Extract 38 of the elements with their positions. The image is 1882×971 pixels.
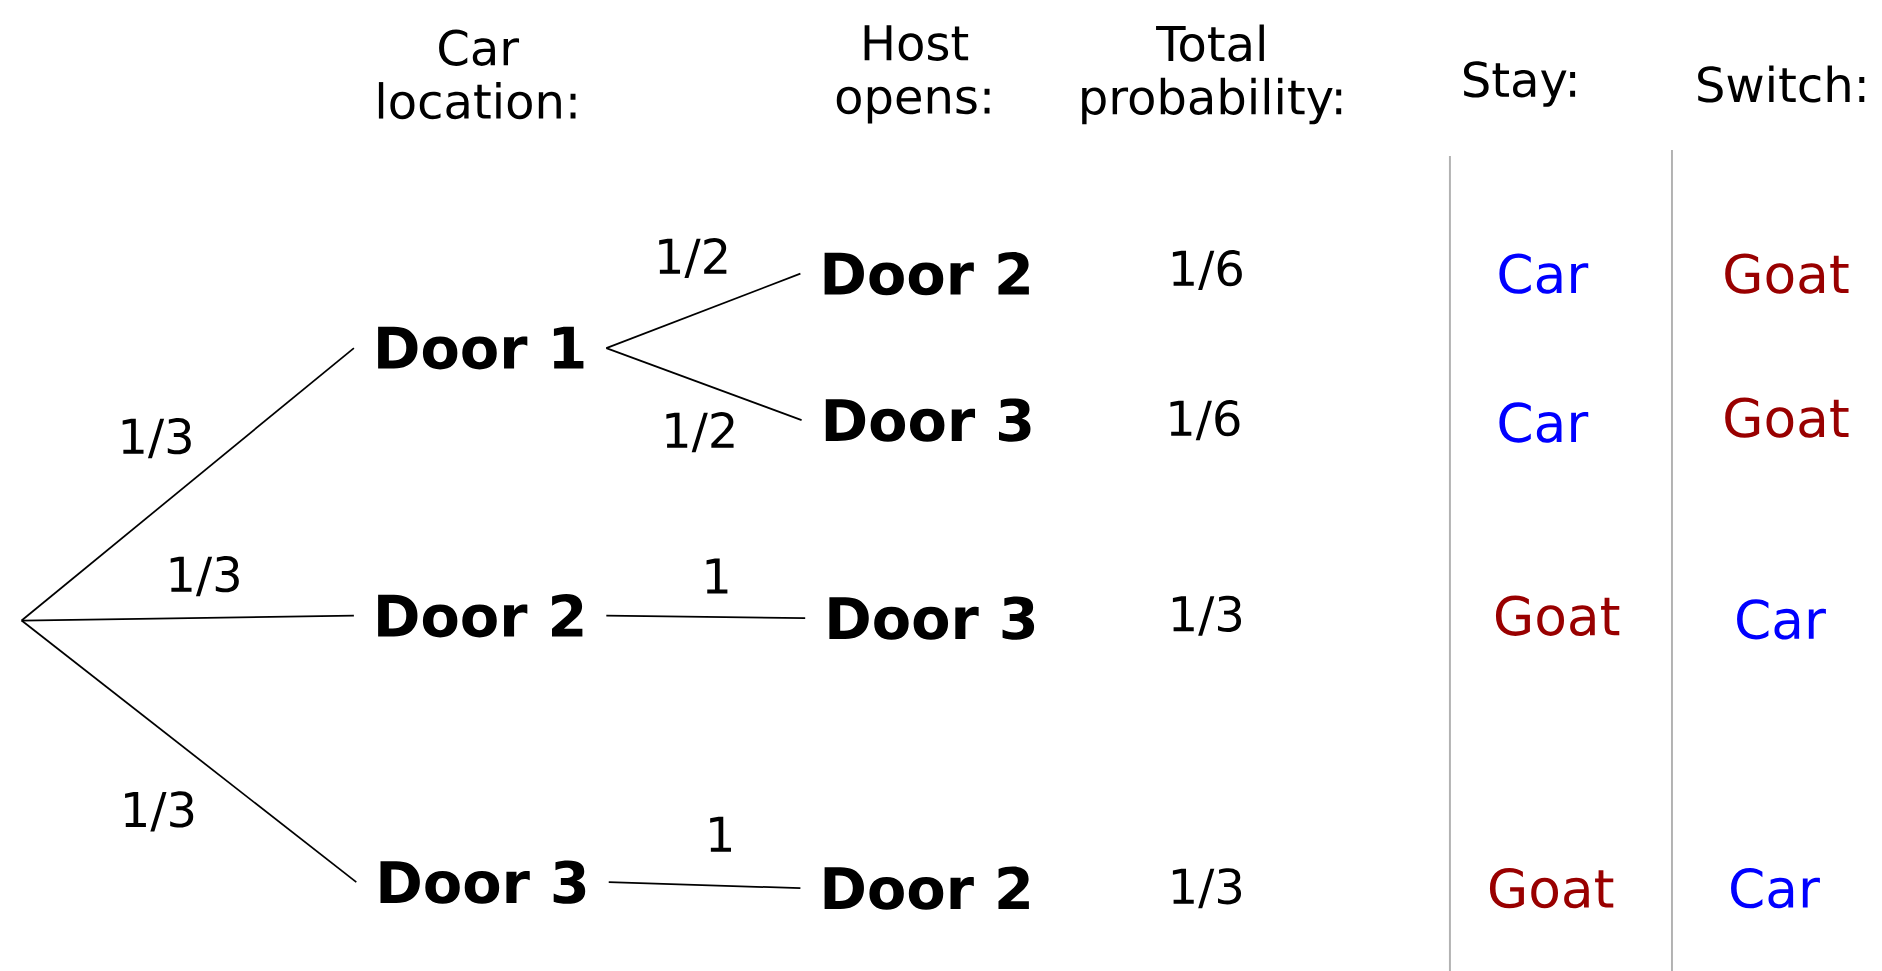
outcome-label: Goat	[1495, 595, 1620, 636]
edge-label: 1	[710, 816, 731, 852]
probability-value: 1/3	[1172, 868, 1242, 909]
outcome-label: Car	[1737, 599, 1826, 640]
outcome-label: Goat	[1489, 868, 1614, 909]
outcome-label: Goat	[1725, 253, 1849, 294]
edge-label: 1/3	[125, 791, 194, 832]
door-label: Door 2	[824, 866, 1029, 910]
door-label: Door 3	[829, 596, 1035, 640]
outcome-label: Car	[1499, 253, 1589, 294]
door-label: Door 1	[378, 326, 584, 370]
door-label: Door 3	[825, 398, 1031, 442]
outcome-label: Car	[1499, 402, 1589, 443]
outcome-label: Car	[1731, 868, 1820, 909]
probability-value: 1/6	[1172, 250, 1242, 291]
branch-line	[20, 614, 355, 622]
column-header: Host opens:	[836, 25, 990, 124]
column-header: Car location:	[378, 29, 576, 120]
column-header: Switch:	[1698, 65, 1865, 103]
edge-label: 1/2	[659, 238, 727, 279]
branch-line	[605, 272, 802, 349]
branch-line	[605, 614, 807, 619]
column-header: Total probability:	[1082, 24, 1342, 125]
probability-value: 1/3	[1172, 595, 1242, 636]
edge-label: 1/2	[666, 412, 734, 453]
outcome-label: Goat	[1725, 397, 1849, 438]
branch-line	[20, 619, 358, 884]
branch-line	[20, 347, 355, 622]
branch-line	[607, 881, 802, 890]
column-header: Stay:	[1464, 61, 1576, 107]
edge-label: 1/3	[170, 556, 239, 597]
edge-label: 1	[706, 558, 728, 594]
edge-label: 1/3	[122, 418, 191, 459]
door-label: Door 2	[378, 594, 583, 638]
door-label: Door 2	[824, 251, 1029, 296]
probability-value: 1/6	[1170, 400, 1240, 441]
branch-line	[605, 347, 803, 421]
door-label: Door 3	[380, 860, 586, 904]
